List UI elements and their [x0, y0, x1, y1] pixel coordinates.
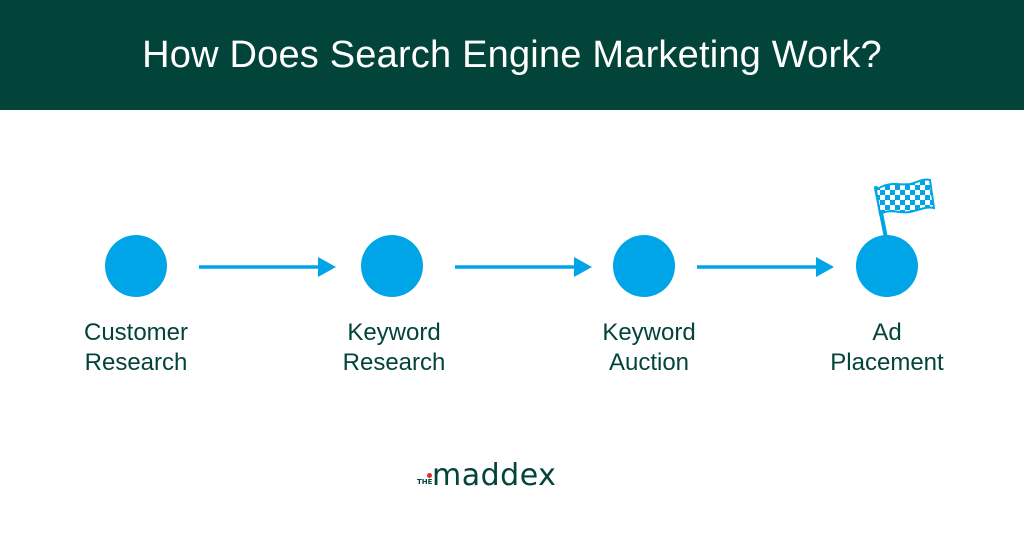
step-circle-ad-placement	[856, 235, 918, 297]
step-label-keyword-auction: Keyword Auction	[539, 318, 759, 378]
arrow-2	[455, 257, 592, 277]
step-circle-keyword-auction	[613, 235, 675, 297]
step-label-line2: Placement	[830, 349, 944, 376]
step-label-ad-placement: Ad Placement	[777, 318, 997, 378]
step-label-line2: Research	[84, 349, 188, 376]
arrow-3	[697, 257, 834, 277]
arrow-1	[199, 257, 336, 277]
step-label-line2: Auction	[608, 349, 690, 376]
step-label-keyword-research: Keyword Research	[284, 318, 504, 378]
step-circle-keyword-research	[361, 235, 423, 297]
brand-logo: THE maddex	[412, 458, 612, 496]
brand-name: maddex	[432, 458, 557, 493]
step-label-line1: Keyword	[602, 319, 696, 346]
brand-dot-icon	[427, 473, 432, 478]
step-label-line1: Keyword	[347, 319, 441, 346]
step-label-line1: Customer	[83, 319, 189, 346]
page-title: How Does Search Engine Marketing Work?	[142, 33, 882, 76]
header-banner: How Does Search Engine Marketing Work?	[0, 0, 1024, 110]
step-label-line2: Research	[342, 349, 446, 376]
step-circle-customer-research	[105, 235, 167, 297]
step-label-line1: Ad	[872, 319, 902, 346]
brand-prefix: THE	[417, 478, 433, 486]
checkered-flag-icon	[874, 178, 936, 240]
process-diagram	[105, 178, 936, 297]
step-label-customer-research: Customer Research	[26, 318, 246, 378]
